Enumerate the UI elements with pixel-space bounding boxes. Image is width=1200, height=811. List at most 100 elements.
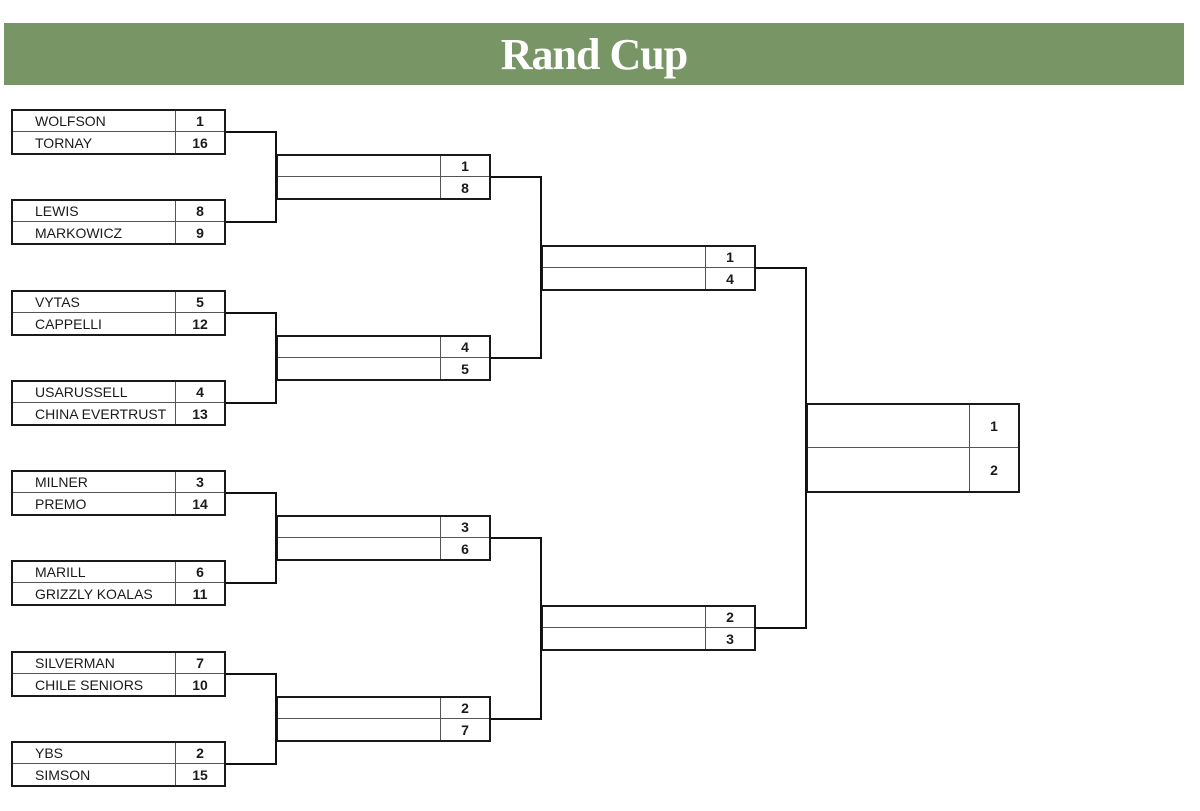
team-seed: 6 xyxy=(461,540,469,557)
bracket-slot[interactable]: 8 xyxy=(278,177,489,198)
bracket-slot[interactable]: SIMSON 15 xyxy=(13,764,224,785)
team-seed: 8 xyxy=(196,203,204,219)
bracket-slot[interactable]: 1 xyxy=(278,156,489,177)
team-seed: 2 xyxy=(726,609,734,625)
bracket-connector-line xyxy=(491,357,542,359)
team-name xyxy=(278,177,441,198)
team-seed: 13 xyxy=(192,405,208,422)
page-title: Rand Cup xyxy=(500,30,688,79)
team-name xyxy=(278,337,441,357)
bracket-slot[interactable]: 4 xyxy=(278,337,489,358)
team-seed: 9 xyxy=(196,224,204,241)
team-seed: 7 xyxy=(461,721,469,738)
team-name: SILVERMAN xyxy=(13,653,176,673)
bracket-slot[interactable]: 2 xyxy=(543,607,754,628)
bracket-slot[interactable]: TORNAY 16 xyxy=(13,132,224,153)
bracket-connector-line xyxy=(226,221,277,223)
team-name: USARUSSELL xyxy=(13,382,176,402)
bracket-slot[interactable]: 2 xyxy=(278,698,489,719)
team-seed: 7 xyxy=(196,655,204,671)
bracket-slot[interactable]: LEWIS 8 xyxy=(13,201,224,222)
team-name xyxy=(278,719,441,740)
bracket-slot[interactable]: MARKOWICZ 9 xyxy=(13,222,224,243)
team-seed: 16 xyxy=(192,134,208,151)
team-name xyxy=(543,247,706,267)
team-seed: 2 xyxy=(990,461,998,478)
team-name xyxy=(278,358,441,379)
bracket-slot[interactable]: WOLFSON 1 xyxy=(13,111,224,132)
team-seed: 5 xyxy=(196,294,204,310)
bracket-connector-line xyxy=(756,267,807,269)
team-name: WOLFSON xyxy=(13,111,176,131)
bracket-connector-line xyxy=(540,537,542,720)
team-name: CHINA EVERTRUST xyxy=(13,403,176,424)
team-seed: 11 xyxy=(192,585,208,602)
bracket-connector-line xyxy=(540,176,542,359)
bracket-connector-line xyxy=(275,131,277,223)
bracket-connector-line xyxy=(756,627,807,629)
bracket-slot[interactable]: 2 xyxy=(808,448,1018,491)
team-name: CAPPELLI xyxy=(13,313,176,334)
bracket-slot[interactable]: 1 xyxy=(543,247,754,268)
team-name: CHILE SENIORS xyxy=(13,674,176,695)
team-seed: 3 xyxy=(196,474,204,490)
bracket-connector-line xyxy=(226,673,277,675)
bracket-slot[interactable]: USARUSSELL 4 xyxy=(13,382,224,403)
bracket-connector-line xyxy=(491,537,542,539)
team-seed: 1 xyxy=(196,113,204,129)
bracket-slot[interactable]: 1 xyxy=(808,405,1018,448)
team-seed: 15 xyxy=(192,766,208,783)
bracket-connector-line xyxy=(275,492,277,584)
bracket-slot[interactable]: 3 xyxy=(543,628,754,649)
team-seed: 5 xyxy=(461,360,469,377)
team-name: TORNAY xyxy=(13,132,176,153)
team-name xyxy=(808,405,970,447)
bracket-slot[interactable]: SILVERMAN 7 xyxy=(13,653,224,674)
bracket-connector-line xyxy=(226,763,277,765)
bracket-connector-line xyxy=(275,312,277,404)
bracket-slot[interactable]: MARILL 6 xyxy=(13,562,224,583)
bracket-slot[interactable]: 4 xyxy=(543,268,754,289)
team-seed: 2 xyxy=(461,700,469,716)
bracket-slot[interactable]: VYTAS 5 xyxy=(13,292,224,313)
team-seed: 4 xyxy=(726,270,734,287)
bracket-slot[interactable]: CHINA EVERTRUST 13 xyxy=(13,403,224,424)
team-name: MARKOWICZ xyxy=(13,222,176,243)
team-seed: 3 xyxy=(726,630,734,647)
team-seed: 6 xyxy=(196,564,204,580)
team-seed: 8 xyxy=(461,179,469,196)
team-seed: 1 xyxy=(990,418,998,434)
bracket-connector-line xyxy=(491,718,542,720)
bracket-slot[interactable]: 3 xyxy=(278,517,489,538)
team-seed: 4 xyxy=(196,384,204,400)
team-name: VYTAS xyxy=(13,292,176,312)
title-bar: Rand Cup xyxy=(4,23,1184,85)
team-name: LEWIS xyxy=(13,201,176,221)
team-name: YBS xyxy=(13,743,176,763)
bracket-connector-line xyxy=(491,176,542,178)
bracket-slot[interactable]: 7 xyxy=(278,719,489,740)
team-name: SIMSON xyxy=(13,764,176,785)
bracket-slot[interactable]: 5 xyxy=(278,358,489,379)
team-seed: 1 xyxy=(726,249,734,265)
team-name xyxy=(543,607,706,627)
team-name xyxy=(278,538,441,559)
team-name: MARILL xyxy=(13,562,176,582)
team-name xyxy=(543,628,706,649)
bracket-slot[interactable]: 6 xyxy=(278,538,489,559)
